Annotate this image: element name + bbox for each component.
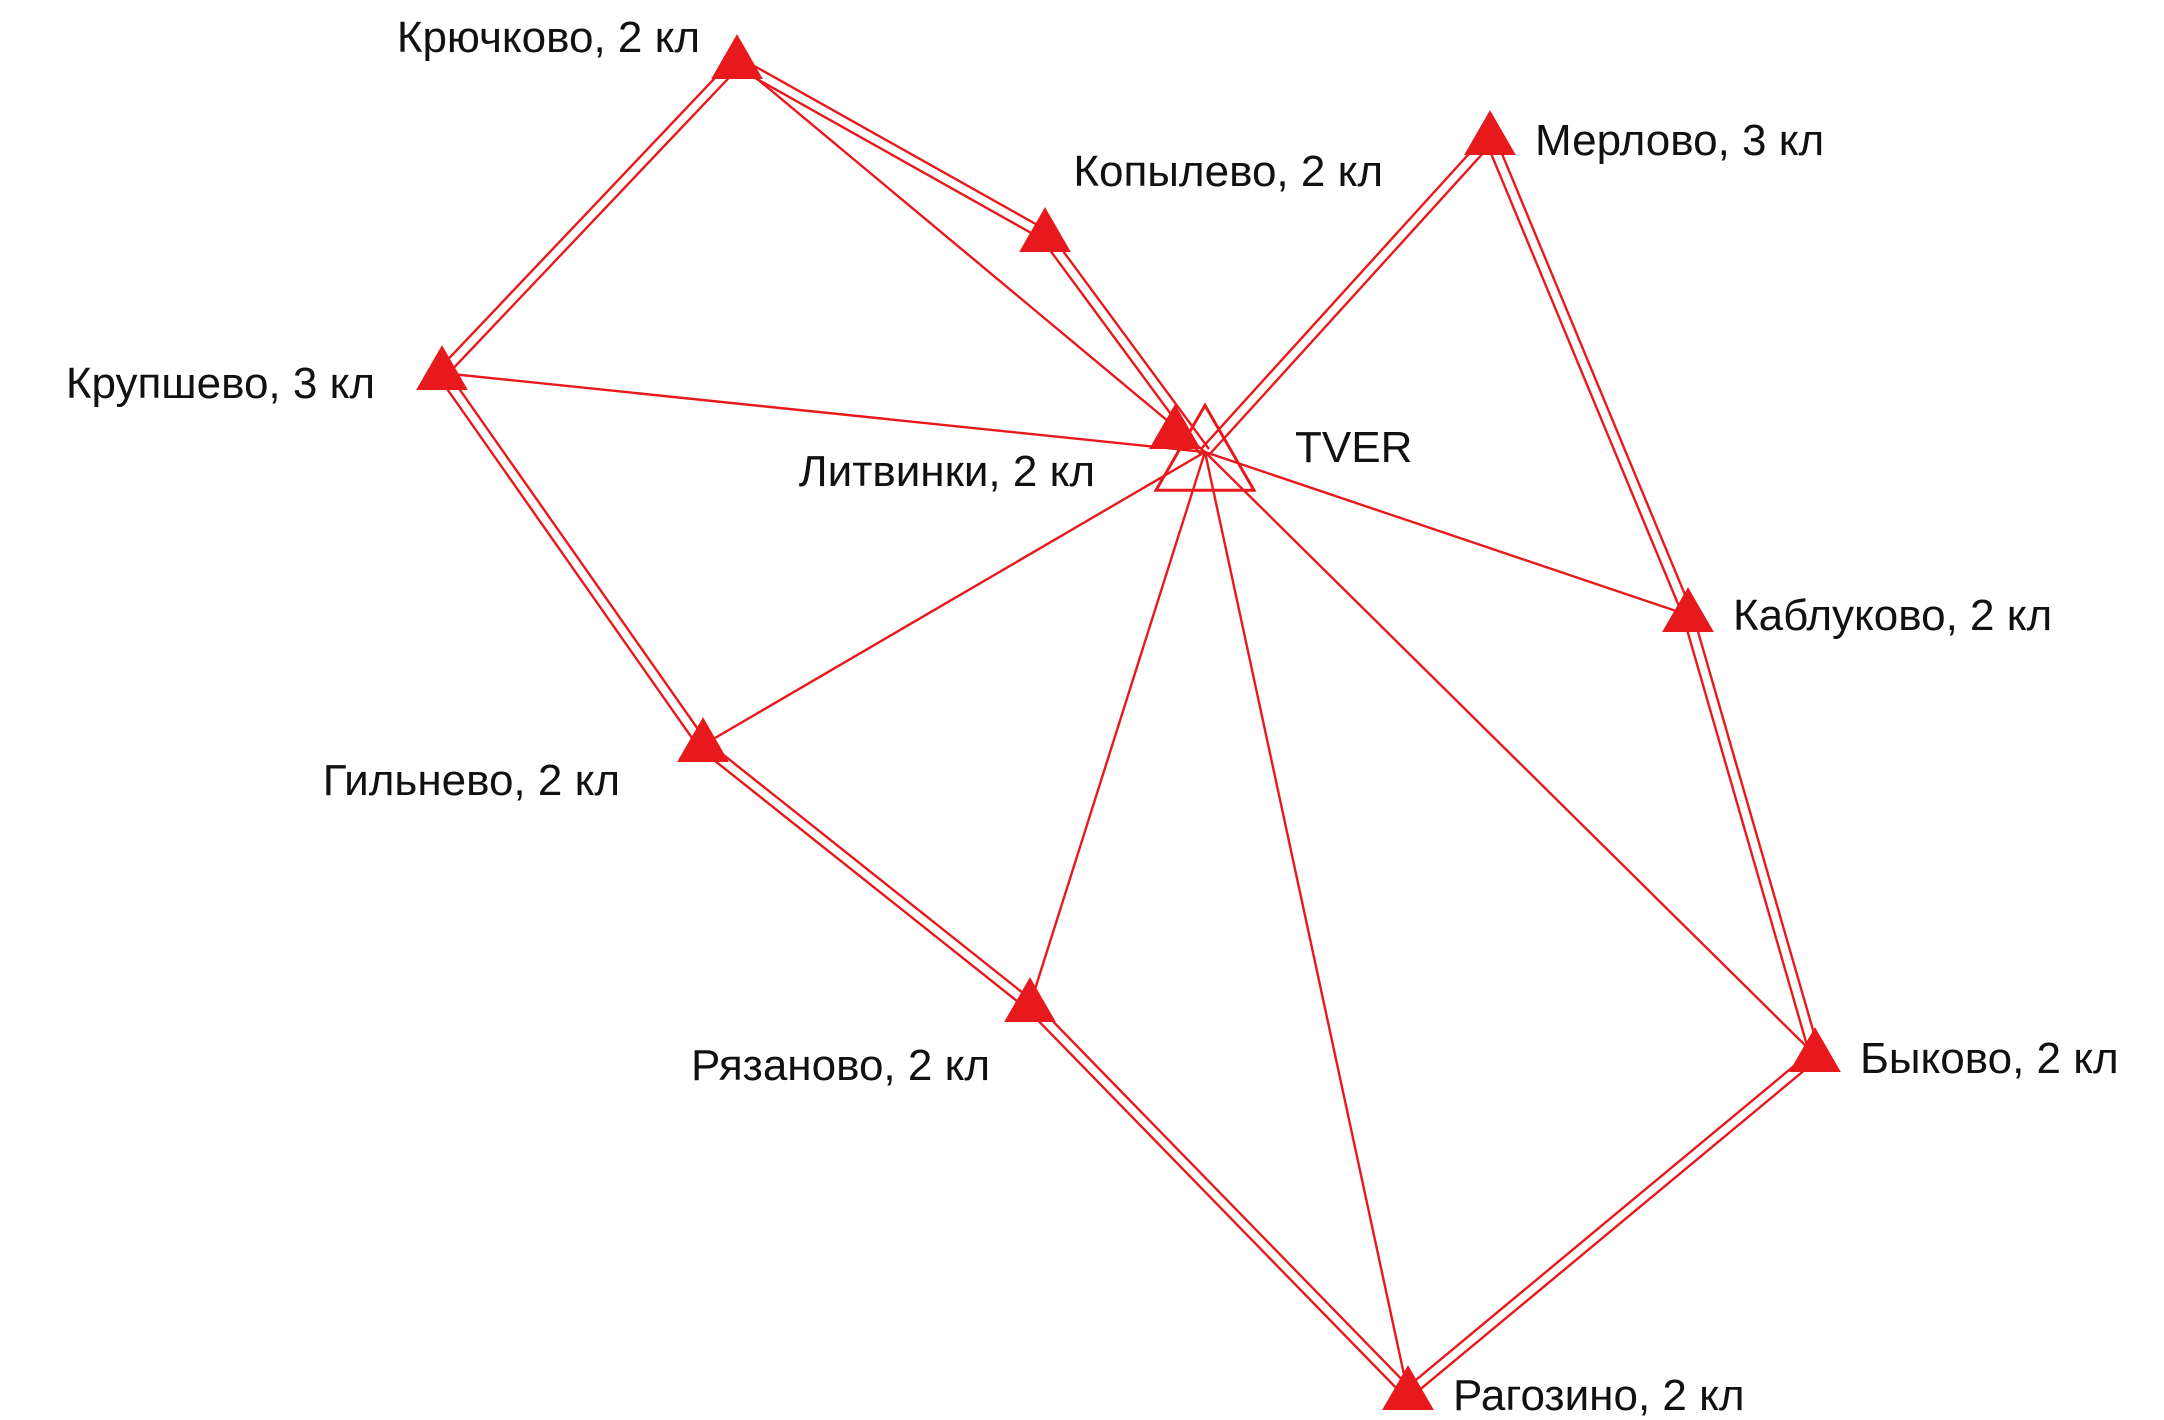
edge-line-inner	[445, 369, 709, 743]
station-marker-krupshevo	[416, 345, 468, 390]
edge-line-inner	[705, 740, 1034, 1003]
edge-tver-kryuchkovo	[736, 61, 1206, 453]
edge-line-outer	[1207, 140, 1495, 457]
station-label-ryazanovo: Рязаново, 2 кл	[691, 1041, 990, 1090]
stations-layer	[416, 34, 1841, 1410]
edge-line	[1204, 450, 1689, 617]
station-marker-gilnevo	[677, 717, 729, 762]
edge-bykovo-kablukovo	[1682, 613, 1821, 1057]
edge-line-inner	[738, 56, 1049, 232]
edge-ryazanovo-ragozino	[1025, 1000, 1413, 1398]
station-marker-ragozino	[1382, 1365, 1434, 1410]
edge-line-inner	[1200, 133, 1488, 450]
edge-line	[1028, 451, 1207, 1006]
edge-tver-bykovo	[1204, 451, 1816, 1056]
station-label-ragozino: Рагозино, 2 кл	[1453, 1371, 1745, 1420]
edge-line-inner	[1404, 1050, 1813, 1391]
labels-layer: Крючково, 2 кл Копылево, 2 кл Мерлово, 3 к…	[66, 13, 2119, 1420]
center-station-marker	[1153, 402, 1257, 492]
edge-line-inner	[1484, 139, 1685, 618]
edge-line-inner	[1682, 616, 1812, 1057]
edge-line-outer	[437, 57, 735, 371]
edge-line	[1204, 451, 1816, 1056]
edge-line	[702, 450, 1206, 747]
edge-line-outer	[1025, 1007, 1406, 1398]
edge-line	[441, 371, 1206, 454]
edge-line-inner	[1032, 1000, 1413, 1391]
edge-line-outer	[1493, 135, 1694, 614]
center-station-label: TVER	[1295, 423, 1412, 472]
station-label-kryuchkovo: Крючково, 2 кл	[397, 13, 700, 62]
station-marker-ryazanovo	[1004, 977, 1056, 1022]
edge-tver-ragozino	[1203, 451, 1410, 1394]
edge-kryuchkovo-kopylevo	[733, 56, 1049, 241]
edge-line	[736, 61, 1206, 453]
station-label-litvinki: Литвинки, 2 кл	[799, 447, 1095, 496]
station-label-merlovo: Мерлово, 3 кл	[1535, 116, 1824, 165]
edge-line-outer	[1691, 613, 1821, 1054]
edge-tver-gilnevo	[702, 450, 1206, 747]
station-marker-merlovo	[1464, 110, 1516, 155]
station-marker-kopylevo	[1019, 207, 1071, 252]
edge-kablukovo-merlovo	[1484, 135, 1694, 618]
edge-gilnevo-ryazanovo	[699, 740, 1034, 1010]
edge-line-outer	[436, 375, 700, 749]
connections-layer	[436, 56, 1821, 1398]
edge-line-outer	[733, 65, 1044, 241]
edge-tver-merlovo	[1200, 133, 1495, 457]
station-label-gilnevo: Гильнево, 2 кл	[323, 756, 620, 805]
edge-line-outer	[1410, 1057, 1819, 1398]
edge-tver-ryazanovo	[1028, 451, 1207, 1006]
station-label-kablukovo: Каблуково, 2 кл	[1733, 591, 2052, 640]
station-label-bykovo: Быково, 2 кл	[1860, 1034, 2119, 1083]
edge-tver-krupshevo	[441, 371, 1206, 454]
edge-krupshevo-gilnevo	[436, 369, 709, 749]
station-label-krupshevo: Крупшево, 3 кл	[66, 359, 375, 408]
edge-line-outer	[699, 747, 1028, 1010]
edge-kryuchkovo-krupshevo	[437, 57, 742, 378]
edge-line-outer	[1048, 231, 1210, 450]
edge-line	[1203, 451, 1410, 1394]
edge-ragozino-bykovo	[1404, 1050, 1819, 1398]
edge-line-inner	[444, 64, 742, 378]
station-marker-bykovo	[1789, 1027, 1841, 1072]
station-marker-kablukovo	[1662, 587, 1714, 632]
station-marker-kryuchkovo	[711, 34, 763, 79]
station-label-kopylevo: Копылево, 2 кл	[1073, 147, 1383, 196]
edge-tver-kablukovo	[1204, 450, 1689, 617]
